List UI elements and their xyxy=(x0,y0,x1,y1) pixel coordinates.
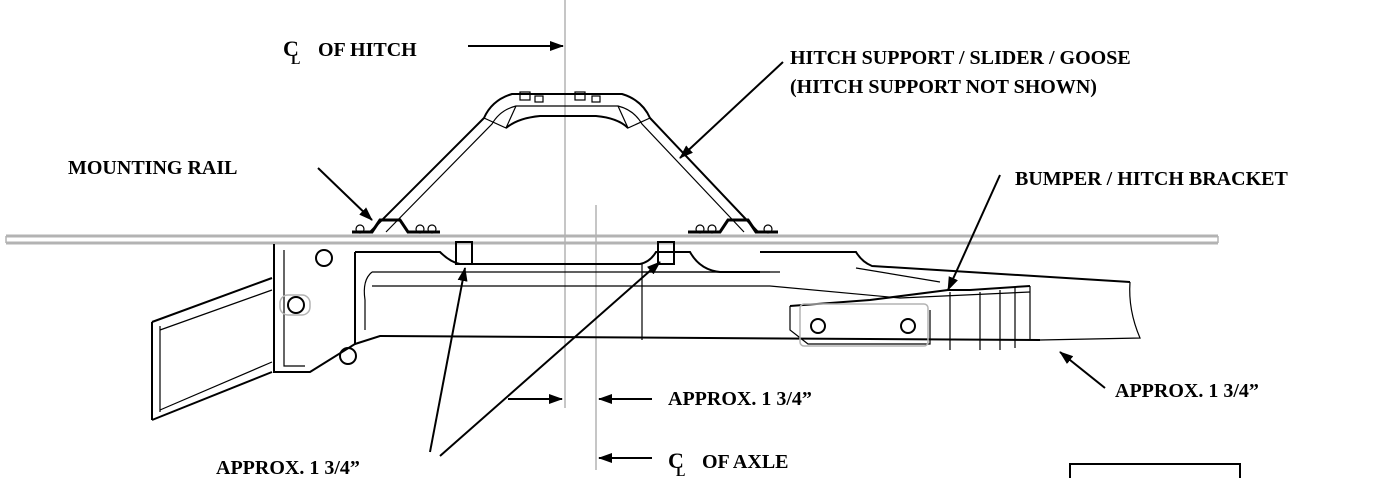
axle-centerline-subscript: L xyxy=(676,465,685,478)
hitch-support-arrow xyxy=(679,61,784,159)
lower-arrow-left-post xyxy=(429,267,468,453)
approx-bumper-arrow xyxy=(1059,351,1106,389)
mounting-rail xyxy=(5,234,1219,245)
bumper-hitch-bracket xyxy=(789,285,1031,347)
mounting-rail-label: MOUNTING RAIL xyxy=(68,157,237,179)
cl-axle-label: C L OF AXLE xyxy=(598,448,789,478)
approx-bumper-label: APPROX. 1 3/4” xyxy=(1115,380,1259,402)
lower-arrow-right-post xyxy=(439,261,661,457)
corner-box xyxy=(1069,463,1241,478)
cl-hitch-label: C L OF HITCH xyxy=(283,36,564,68)
bumper-bracket-label: BUMPER / HITCH BRACKET xyxy=(1015,168,1288,190)
bumper-bracket-arrow xyxy=(947,174,1001,291)
approx-lower-label: APPROX. 1 3/4” xyxy=(216,457,360,478)
trailer-frame xyxy=(273,241,1141,373)
axle-centerline-symbol: C xyxy=(668,448,684,473)
hitch-support-line2: (HITCH SUPPORT NOT SHOWN) xyxy=(790,76,1097,98)
cl-hitch-text: OF HITCH xyxy=(318,39,417,61)
bumper-bracket-label-group: BUMPER / HITCH BRACKET xyxy=(947,168,1288,291)
centerline-subscript: L xyxy=(291,53,300,68)
center-dimension: APPROX. 1 3/4” xyxy=(508,388,812,410)
hitch-support-label: HITCH SUPPORT / SLIDER / GOOSE (HITCH SU… xyxy=(679,47,1131,159)
hitch-support-line1: HITCH SUPPORT / SLIDER / GOOSE xyxy=(790,47,1131,69)
approx-center-label: APPROX. 1 3/4” xyxy=(668,388,812,410)
mounting-rail-label-group: MOUNTING RAIL xyxy=(68,157,373,221)
centerline-symbol: C xyxy=(283,36,299,61)
hitch-goose xyxy=(352,91,778,234)
lower-dimension: APPROX. 1 3/4” xyxy=(216,261,661,478)
cl-axle-text: OF AXLE xyxy=(702,451,789,473)
left-angle-plate xyxy=(151,277,273,421)
mounting-rail-arrow xyxy=(317,167,373,221)
bumper-dimension: APPROX. 1 3/4” xyxy=(1059,351,1259,402)
